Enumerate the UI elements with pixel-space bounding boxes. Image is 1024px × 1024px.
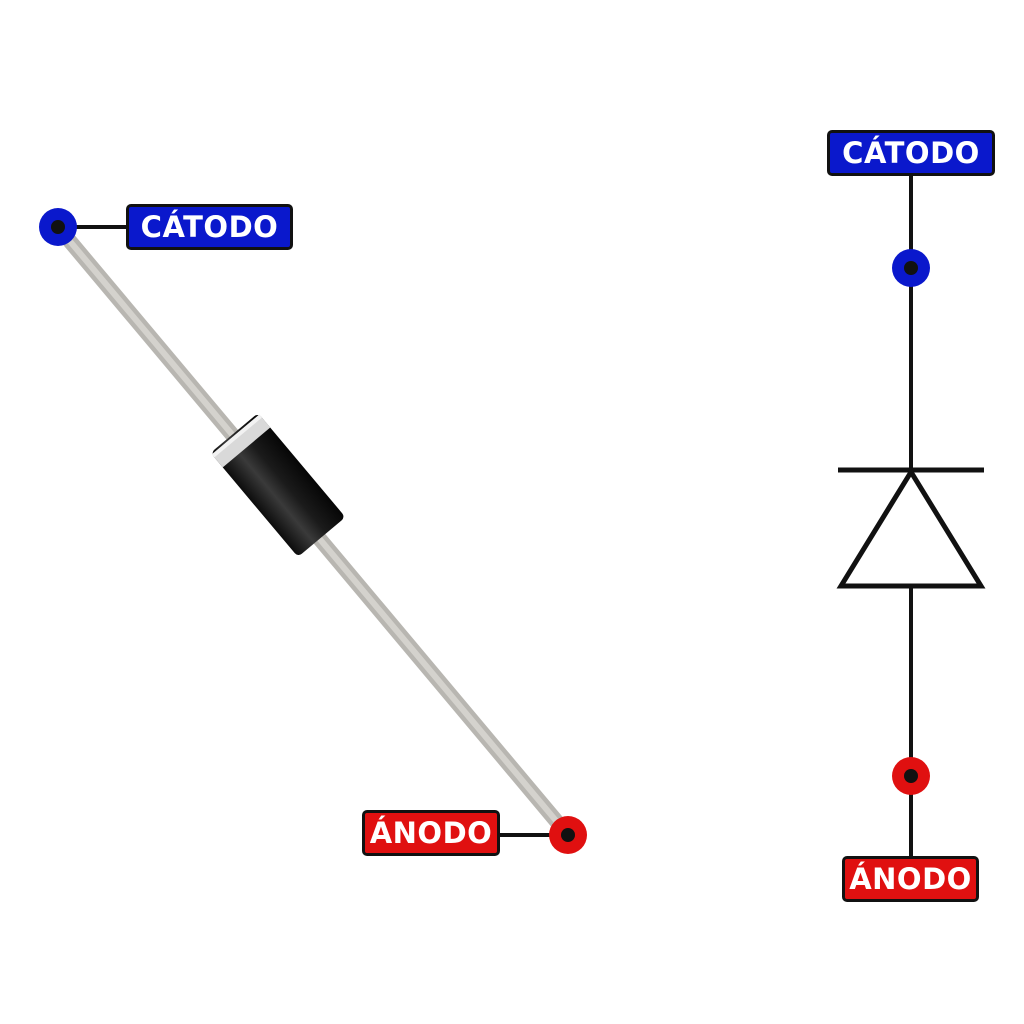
cathode-terminal-center [51, 220, 65, 234]
diode-schematic-symbol [836, 174, 986, 858]
physical-diode [39, 208, 587, 854]
symbol-cathode-label: CÁTODO [827, 130, 995, 176]
symbol-anode-label: ÁNODO [842, 856, 979, 902]
anode-triangle [836, 467, 986, 589]
diode-body [211, 414, 344, 555]
cathode-label: CÁTODO [126, 204, 293, 250]
symbol-anode-dot-center [904, 769, 918, 783]
anode-label: ÁNODO [362, 810, 500, 856]
symbol-cathode-dot-center [904, 261, 918, 275]
cathode-band [211, 414, 271, 468]
anode-terminal-center [561, 828, 575, 842]
